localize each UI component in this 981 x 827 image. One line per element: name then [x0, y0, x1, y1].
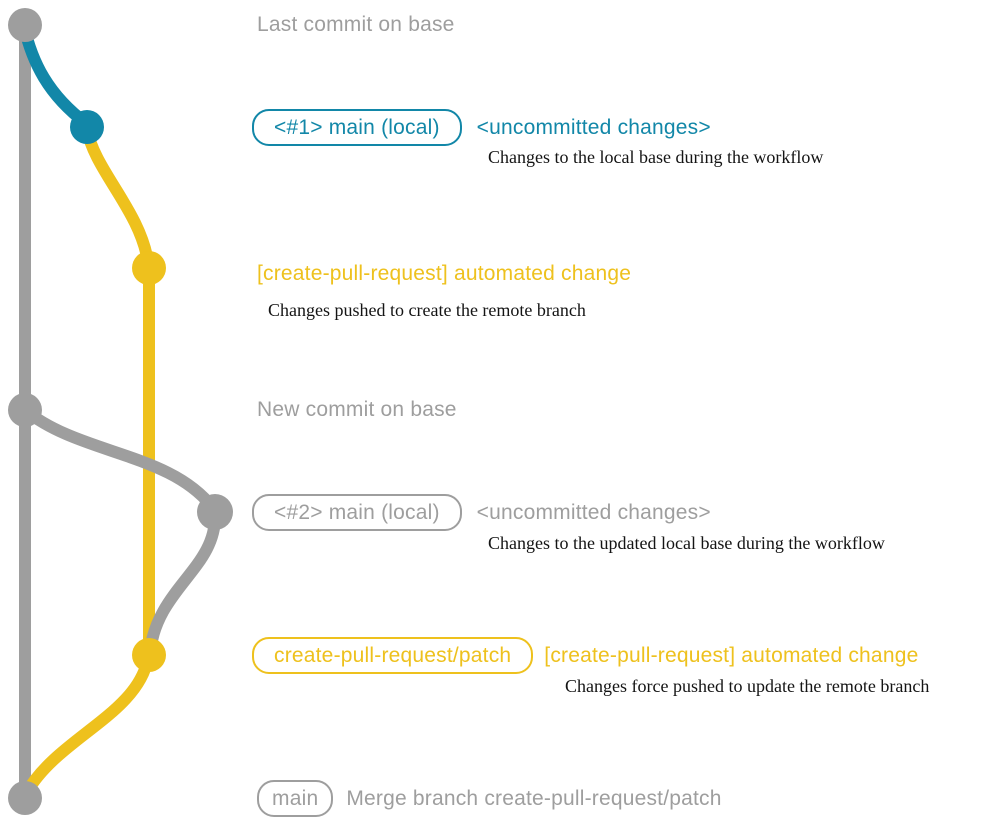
commit-node-automated-1	[132, 251, 166, 285]
commit-detail-automated-2: Changes force pushed to update the remot…	[565, 676, 930, 696]
commit-node-last-base	[8, 8, 42, 42]
commit-node-main-local-2	[197, 494, 233, 530]
label-line: [create-pull-request] automated change	[257, 255, 631, 292]
commit-message-automated-1: [create-pull-request] automated change	[257, 262, 632, 285]
edge-main2-to-patch2	[144, 508, 222, 658]
commit-node-merge	[8, 781, 42, 815]
badge-line: <#1> main (local) <uncommitted changes>	[252, 109, 823, 146]
commit-node-new-base	[8, 393, 42, 427]
commit-detail-automated-1: Changes pushed to create the remote bran…	[268, 300, 586, 320]
commit-message-new-base: New commit on base	[257, 398, 457, 421]
annotation-new-commit: New commit on base	[257, 397, 457, 423]
branch-badge-main-local-1: <#1> main (local)	[252, 109, 462, 146]
commit-detail-uncommitted-2: Changes to the updated local base during…	[488, 533, 885, 553]
branch-badge-main: main	[257, 780, 334, 817]
commit-message-uncommitted-1: <uncommitted changes>	[476, 116, 711, 139]
badge-line: main Merge branch create-pull-request/pa…	[257, 780, 722, 817]
annotation-last-commit: Last commit on base	[257, 12, 455, 38]
commit-message-automated-2: [create-pull-request] automated change	[544, 644, 919, 667]
commit-detail-uncommitted-1: Changes to the local base during the wor…	[488, 147, 824, 167]
annotation-main-local-2: <#2> main (local) <uncommitted changes> …	[252, 494, 885, 554]
commit-message-merge: Merge branch create-pull-request/patch	[346, 787, 722, 810]
edge-patch2-to-merge	[21, 652, 154, 798]
edge-base-to-main1	[18, 20, 93, 130]
annotation-automated-1: [create-pull-request] automated change C…	[257, 255, 631, 321]
commit-node-main-local-1	[70, 110, 104, 144]
branch-badge-patch: create-pull-request/patch	[252, 637, 534, 674]
badge-line: create-pull-request/patch [create-pull-r…	[252, 637, 929, 674]
commit-message-last-base: Last commit on base	[257, 13, 455, 36]
annotation-main-local-1: <#1> main (local) <uncommitted changes> …	[252, 109, 823, 168]
commit-message-uncommitted-2: <uncommitted changes>	[476, 501, 711, 524]
branch-badge-main-local-2: <#2> main (local)	[252, 494, 462, 531]
badge-line: <#2> main (local) <uncommitted changes>	[252, 494, 885, 531]
edge-main1-to-patch1	[81, 123, 154, 268]
edge-base-to-main2	[19, 404, 219, 514]
annotation-automated-2: create-pull-request/patch [create-pull-r…	[252, 637, 929, 697]
annotation-merge: main Merge branch create-pull-request/pa…	[257, 780, 722, 817]
commit-node-automated-2	[132, 638, 166, 672]
